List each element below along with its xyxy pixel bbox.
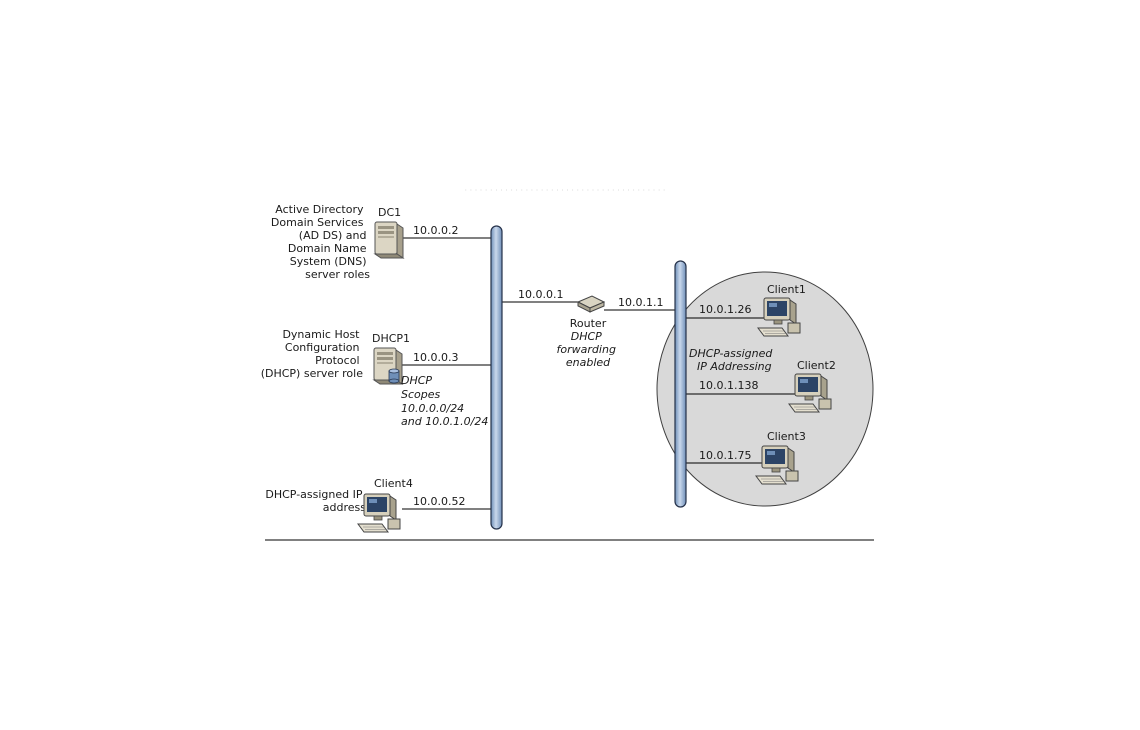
client2-ip: 10.0.1.138 [699,379,758,392]
subnet-2-area [656,271,874,507]
subnet-2-note: DHCP-assigned IP Addressing [689,347,776,373]
workstation-icon [757,297,801,337]
client3-ip: 10.0.1.75 [699,449,751,462]
client4-role: DHCP-assigned IP address [265,488,366,514]
node-router: 10.0.0.1 10.0.1.1 Router DHCP forwarding… [518,288,663,369]
backbone-subnet-2 [674,260,687,508]
node-client2: Client2 10.0.1.138 [699,359,836,413]
connection-lines [402,237,796,510]
database-icon [388,368,400,384]
client3-name: Client3 [767,430,806,443]
node-client1: Client1 10.0.1.26 [699,283,806,337]
client1-name: Client1 [767,283,806,296]
router-icon [577,295,605,313]
dc1-name: DC1 [378,206,401,219]
client4-name: Client4 [374,477,413,490]
router-note: DHCP forwarding enabled [557,330,620,369]
dhcp1-ip: 10.0.0.3 [413,351,458,364]
client4-ip: 10.0.0.52 [413,495,465,508]
faint-header: · · · · · · · · · · · · · · · · · · · · … [465,186,666,195]
node-client3: Client3 10.0.1.75 [699,430,806,485]
server-icon [374,221,404,259]
client2-name: Client2 [797,359,836,372]
client1-ip: 10.0.1.26 [699,303,751,316]
workstation-icon [357,493,401,533]
dhcp1-name: DHCP1 [372,332,410,345]
dhcp1-role: Dynamic Host Configuration Protocol (DHC… [261,328,364,380]
node-dc1: Active Directory Domain Services (AD DS)… [271,203,459,281]
router-name: Router [570,317,607,330]
node-dhcp1: Dynamic Host Configuration Protocol (DHC… [261,328,489,428]
backbone-subnet-1 [490,225,503,530]
router-ip-left: 10.0.0.1 [518,288,563,301]
workstation-icon [755,445,799,485]
workstation-icon [788,373,832,413]
dc1-role: Active Directory Domain Services (AD DS)… [271,203,370,281]
dhcp1-scopes: DHCP Scopes 10.0.0.0/24 and 10.0.1.0/24 [401,374,488,428]
dc1-ip: 10.0.0.2 [413,224,458,237]
node-client4: DHCP-assigned IP address Client4 10.0.0.… [265,477,465,533]
router-ip-right: 10.0.1.1 [618,296,663,309]
